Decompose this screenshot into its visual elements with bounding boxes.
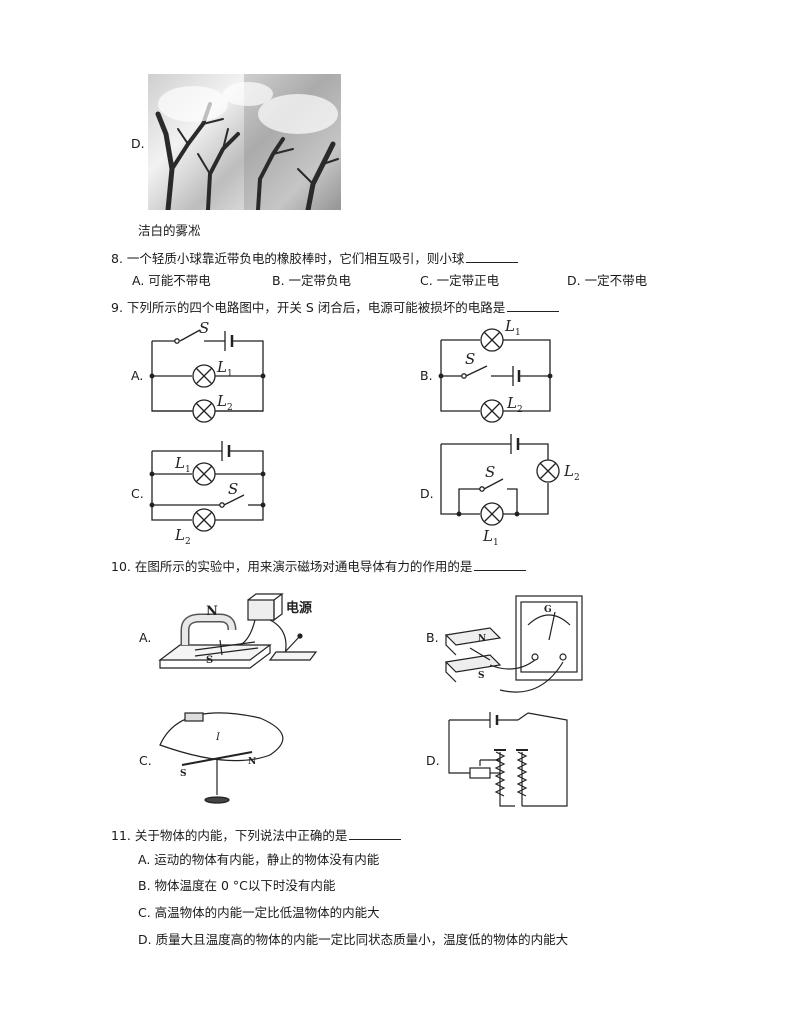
q10-option-c-label: C. bbox=[139, 753, 152, 768]
q10-question-text: 10. 在图所示的实验中，用来演示磁场对通电导体有力的作用的是 bbox=[111, 559, 473, 574]
q8-option-b: B. 一定带负电 bbox=[272, 273, 352, 288]
q8-option-d: D. 一定不带电 bbox=[567, 273, 648, 288]
figure-d-electromagnet bbox=[448, 712, 568, 807]
q7-caption: 洁白的雾凇 bbox=[138, 223, 201, 238]
q11-answer-blank bbox=[349, 829, 402, 840]
q11-question: 11. 关于物体的内能，下列说法中正确的是 bbox=[111, 825, 402, 844]
circuit-b-lamp2-label: L2 bbox=[506, 394, 523, 415]
q11-option-b: B. 物体温度在 0 °C以下时没有内能 bbox=[138, 878, 336, 893]
q9-question-text: 9. 下列所示的四个电路图中，开关 S 闭合后，电源可能被损坏的电路是 bbox=[111, 300, 506, 315]
circuit-c bbox=[149, 441, 266, 532]
q8-question-text: 8. 一个轻质小球靠近带负电的橡胶棒时，它们相互吸引，则小球 bbox=[111, 251, 465, 266]
circuit-d-lamp1-label: L1 bbox=[482, 527, 499, 548]
q9-question: 9. 下列所示的四个电路图中，开关 S 闭合后，电源可能被损坏的电路是 bbox=[111, 297, 560, 316]
figure-c-oersted bbox=[159, 712, 284, 804]
figure-b-galvanometer bbox=[444, 595, 583, 693]
circuit-b-lamp1-label: L1 bbox=[504, 317, 521, 338]
q10-option-d-label: D. bbox=[426, 753, 440, 768]
q11-question-text: 11. 关于物体的内能，下列说法中正确的是 bbox=[111, 828, 348, 843]
q11-option-a: A. 运动的物体有内能，静止的物体没有内能 bbox=[138, 852, 380, 867]
circuit-d bbox=[440, 434, 560, 526]
figure-b-galvanometer-label: G bbox=[544, 605, 552, 615]
circuit-b bbox=[438, 328, 553, 423]
circuit-a bbox=[149, 329, 266, 423]
figure-b-south-label: S bbox=[478, 671, 485, 681]
q8-answer-blank bbox=[466, 252, 519, 263]
figure-c-current-label: I bbox=[215, 732, 221, 743]
q9-option-a-label: A. bbox=[131, 368, 144, 383]
q10-answer-blank bbox=[474, 560, 527, 571]
q10-question: 10. 在图所示的实验中，用来演示磁场对通电导体有力的作用的是 bbox=[111, 556, 527, 575]
figure-c-south-label: S bbox=[180, 769, 187, 779]
circuit-d-switch-label: S bbox=[485, 463, 495, 481]
q10-experiment-figures: N S 电源 N S G I S N bbox=[158, 593, 583, 807]
circuit-a-lamp2-label: L2 bbox=[216, 392, 233, 413]
rime-tree-photo bbox=[148, 74, 341, 210]
q9-option-c-label: C. bbox=[131, 486, 144, 501]
figure-a-north-label: N bbox=[206, 604, 218, 619]
circuit-c-switch-label: S bbox=[228, 480, 238, 498]
figure-a-power-label: 电源 bbox=[286, 600, 312, 616]
circuit-a-switch-label: S bbox=[199, 319, 209, 337]
q9-circuit-diagrams: S L1 L2 L1 S L2 L1 S L2 L2 S L1 bbox=[149, 317, 580, 548]
figure-a-south-label: S bbox=[206, 655, 213, 666]
q10-option-b-label: B. bbox=[426, 630, 439, 645]
figure-b-north-label: N bbox=[478, 634, 486, 644]
q9-option-b-label: B. bbox=[420, 368, 433, 383]
q9-option-d-label: D. bbox=[420, 486, 434, 501]
q7-option-d-label: D. bbox=[131, 136, 145, 151]
circuit-c-lamp1-label: L1 bbox=[174, 454, 191, 475]
circuit-d-lamp2-label: L2 bbox=[563, 462, 580, 483]
q11-option-c: C. 高温物体的内能一定比低温物体的内能大 bbox=[138, 905, 380, 920]
circuit-c-lamp2-label: L2 bbox=[174, 526, 191, 547]
q8-option-a: A. 可能不带电 bbox=[132, 273, 211, 288]
circuit-a-lamp1-label: L1 bbox=[216, 358, 233, 379]
q11-option-d: D. 质量大且温度高的物体的内能一定比同状态质量小，温度低的物体的内能大 bbox=[138, 932, 569, 947]
q10-option-a-label: A. bbox=[139, 630, 152, 645]
figure-c-north-label: N bbox=[248, 757, 256, 767]
q8-question: 8. 一个轻质小球靠近带负电的橡胶棒时，它们相互吸引，则小球 bbox=[111, 248, 519, 267]
circuit-b-switch-label: S bbox=[465, 350, 475, 368]
q9-answer-blank bbox=[507, 301, 560, 312]
figure-a-magnet-rail bbox=[158, 593, 318, 669]
q8-option-c: C. 一定带正电 bbox=[420, 273, 500, 288]
